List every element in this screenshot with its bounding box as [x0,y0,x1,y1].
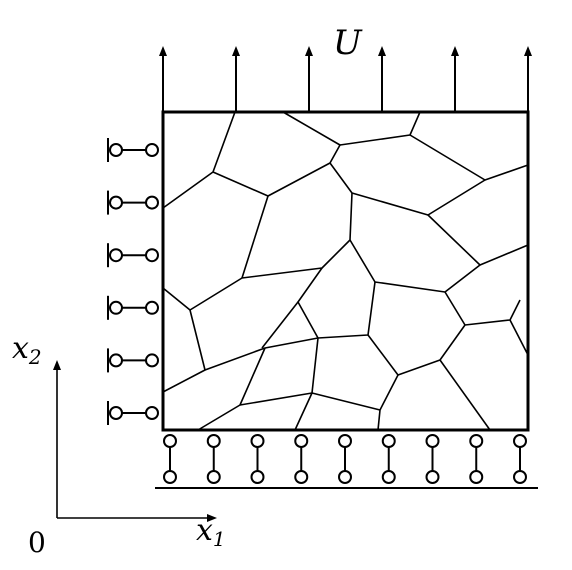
grain-boundary [162,192,353,311]
roller-support [469,434,484,484]
roller-pin [425,470,440,484]
grain-boundary [349,239,481,293]
roller-pin [381,470,396,484]
specimen-boundary [161,110,530,432]
origin-label: 0 [28,526,46,559]
roller-pin [109,300,123,315]
grain-boundary [239,392,313,431]
roller-pin [109,248,123,263]
load-label: U [333,23,363,63]
roller-pin [109,195,123,210]
roller-pin [206,470,221,484]
roller-pin [145,143,159,157]
roller-support [107,243,159,268]
grain-boundary [339,111,421,146]
roller-support [163,434,177,484]
left-roller-supports [107,138,159,425]
roller-pin [381,434,396,448]
x1-axis-label: x1 [196,513,226,551]
grain-boundary [311,337,319,394]
roller-pin [294,434,309,448]
grain-boundary [267,111,341,197]
coordinate-axes [53,360,217,522]
roller-pin [294,470,309,484]
roller-pin [513,470,527,484]
roller-support [338,434,352,484]
roller-pin [338,470,352,484]
load-arrows [159,46,532,112]
roller-pin [469,434,484,448]
roller-pin [513,434,527,448]
roller-support [107,138,159,162]
grain-boundary [427,214,529,266]
roller-support [381,434,396,484]
grain-boundary [212,171,269,279]
roller-pin [163,470,177,484]
roller-support [107,401,159,425]
grain-boundary [439,359,491,431]
bottom-supports [163,434,527,484]
grain-boundary [444,291,466,326]
grain-boundary [409,134,529,181]
roller-pin [145,300,159,315]
roller-pin [206,434,221,448]
roller-pin [250,470,265,484]
roller-support [294,434,309,484]
roller-support [425,434,440,484]
grain-boundary [162,111,236,209]
roller-pin [469,470,484,484]
roller-pin [145,406,159,420]
roller-support [107,295,159,320]
roller-pin [109,143,123,157]
roller-pin [145,353,159,368]
grain-boundary [377,374,399,431]
grain-boundary [311,392,381,411]
grain-boundary [261,301,299,349]
roller-pin [425,434,440,448]
grain-boundary [509,319,529,356]
roller-pin [145,248,159,263]
roller-support [107,348,159,373]
grain-boundary [189,267,323,371]
roller-pin [250,434,265,448]
grain-boundary [162,369,206,393]
grain-boundary [317,281,376,339]
roller-pin [163,434,177,448]
roller-support [206,434,221,484]
roller-support [513,434,527,484]
roller-pin [145,195,159,210]
grain-boundary [367,299,521,376]
roller-pin [109,353,123,368]
roller-support [250,434,265,484]
roller-support [107,190,159,215]
roller-pin [338,434,352,448]
x2-axis-label: x2 [12,331,42,369]
grain-boundaries [162,111,529,431]
grain-boundary [329,162,486,216]
roller-pin [109,406,123,420]
